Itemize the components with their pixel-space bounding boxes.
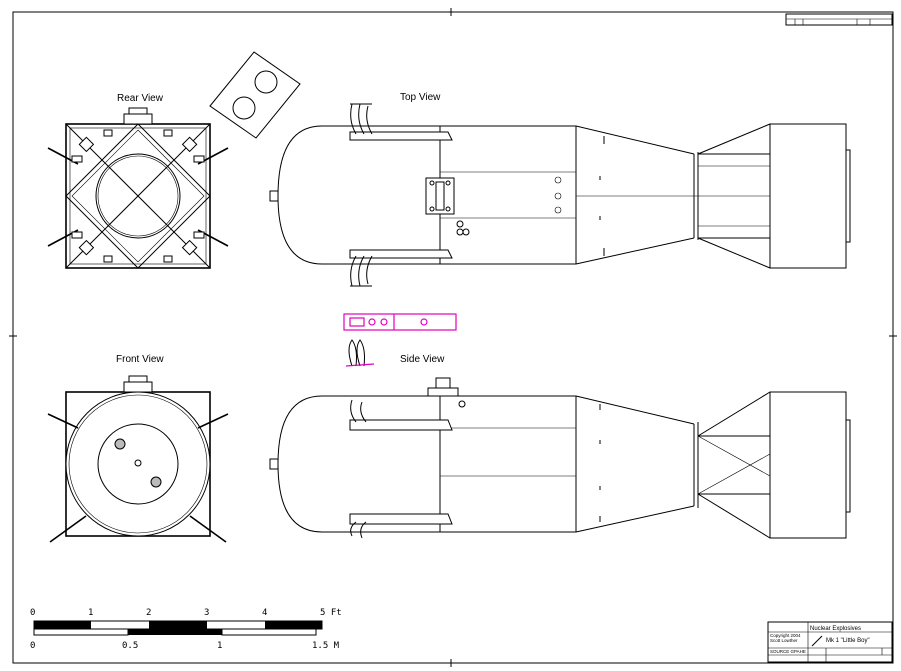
- title-block: Nuclear Explosives Copyright 2004 Scott …: [767, 621, 893, 663]
- title-block-copyright-1: Copyright 2004: [770, 633, 801, 638]
- revision-block: [785, 13, 893, 26]
- side-view-drawing: [269, 377, 851, 539]
- rear-view-drawing: [47, 107, 229, 269]
- front-view-drawing: [47, 375, 229, 543]
- title-block-copyright-2: Scott Lowther: [770, 638, 798, 643]
- front-view-label: Front View: [116, 354, 164, 365]
- title-block-source: SOURCE GPAHE: [770, 649, 806, 654]
- scale-ft-end: 5 Ft: [320, 608, 342, 618]
- sheet-border: [9, 8, 897, 667]
- top-view-drawing: [269, 103, 851, 287]
- scale-ft-0: 0: [30, 608, 35, 618]
- scale-m-05: 0.5: [122, 641, 138, 651]
- scale-ft-2: 2: [146, 608, 151, 618]
- scale-bar: 0 1 2 3 4 5 Ft 0 0.5 1 1.5 M: [30, 608, 342, 651]
- side-view-label: Side View: [400, 354, 445, 365]
- scale-m-1: 1: [217, 641, 222, 651]
- scale-m-end: 1.5 M: [312, 641, 340, 651]
- scale-ft-1: 1: [88, 608, 93, 618]
- scale-ft-3: 3: [204, 608, 209, 618]
- top-view-label: Top View: [400, 92, 441, 103]
- lug-plate-detail: [209, 51, 301, 139]
- scale-m-0: 0: [30, 641, 35, 651]
- title-block-category: Nuclear Explosives: [810, 626, 861, 632]
- rear-view-label: Rear View: [117, 93, 164, 104]
- scale-ft-4: 4: [262, 608, 267, 618]
- magenta-detail: [343, 313, 457, 367]
- title-block-name: Mk 1 "Little Boy": [826, 638, 870, 644]
